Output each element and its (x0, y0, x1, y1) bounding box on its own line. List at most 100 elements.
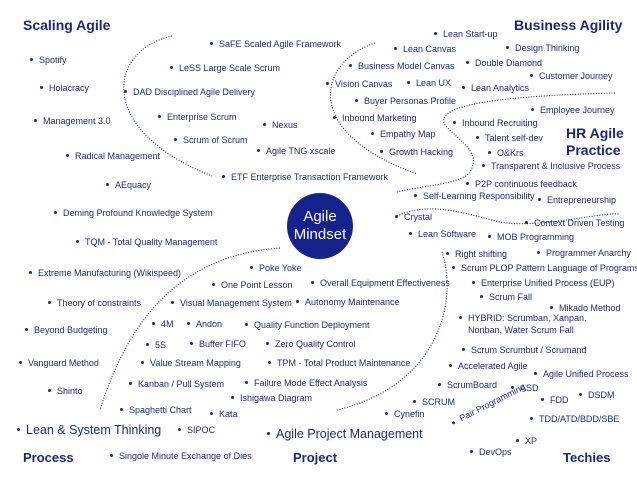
item-crystal: Crystal (395, 211, 432, 223)
bullet-icon (187, 322, 190, 326)
item-aequacy: AEquacy (106, 179, 151, 191)
item-label: Lean Start-up (443, 29, 498, 39)
item-label: ETF Enterprise Transaction Framework (231, 172, 389, 182)
item-theory-of-constraints: Theory of constraints (48, 297, 141, 309)
bullet-icon (380, 150, 383, 154)
bullet-icon (30, 58, 33, 62)
item-transparent-inclusive-process: Transparent & Inclusive Process (482, 160, 620, 172)
item-extreme-manufacturing-wikispeed: Extreme Manufacturing (Wikispeed) (29, 267, 181, 279)
item-beyond-budgeting: Beyond Budgeting (25, 324, 108, 336)
bullet-icon (158, 115, 161, 119)
item-label: Agile Unified Process (543, 369, 629, 379)
bullet-icon (141, 361, 144, 365)
bullet-icon (212, 283, 215, 287)
item-label: Inbound Marketing (342, 113, 417, 123)
bullet-icon (453, 121, 456, 125)
item-label: Visual Management System (180, 298, 292, 308)
item-label: P2P continuous feedback (475, 179, 577, 189)
item-label: Talent self-dev (485, 133, 544, 143)
item-label: Value Stream Mapping (150, 358, 241, 368)
bullet-icon (326, 82, 329, 86)
bullet-icon (120, 408, 123, 412)
bullet-icon (190, 342, 193, 346)
bullet-icon (171, 301, 174, 305)
item-label: DevOps (479, 447, 512, 457)
center-line1: Agile (303, 208, 337, 225)
bullet-icon (29, 271, 32, 275)
item-label: Beyond Budgeting (34, 325, 108, 335)
heading-techies: Techies (563, 450, 611, 465)
item-label: 5S (155, 340, 167, 350)
bullet-icon (54, 211, 57, 215)
bullet-icon (25, 328, 28, 332)
item-label: Lean Software (418, 229, 477, 239)
item-quality-function-deployment: Quality Function Deployment (245, 319, 370, 331)
item-empathy-map: Empathy Map (371, 128, 436, 140)
item-label: Customer Journey (539, 71, 613, 81)
item-label: Shinto (57, 386, 83, 396)
item-label: Programmer Anarchy (546, 248, 632, 258)
item-label: Self-Learning Responsibility (423, 191, 535, 201)
item-shinto: Shinto (48, 385, 83, 397)
item-4m: 4M (152, 318, 174, 330)
bullet-icon (541, 398, 544, 402)
item-fdd: FDD (541, 394, 569, 406)
item-label: Radical Management (75, 151, 161, 161)
item-label: DSDM (588, 390, 615, 400)
item-lean-system-thinking: Lean & System Thinking (17, 423, 161, 438)
bullet-icon (66, 154, 69, 158)
item-label: Employee Journey (540, 105, 615, 115)
item-agile-project-management: Agile Project Management (267, 427, 423, 442)
bullet-icon (385, 412, 388, 416)
item-agile-tng-xscale: Agile TNG xscale (257, 145, 335, 157)
item-label: Scrum of Scrum (183, 135, 248, 145)
item-label: Cynefin (394, 409, 425, 419)
item-label: Spotify (39, 55, 67, 65)
heading-scaling-agile: Scaling Agile (23, 17, 111, 33)
item-label: TPM - Total Product Maintenance (277, 358, 411, 368)
item-label: SIPOC (187, 425, 216, 435)
item-lean-canvas: Lean Canvas (394, 43, 456, 55)
bullet-icon (462, 86, 465, 90)
item-autonomy-maintenance: Autonomy Maintenance (296, 296, 400, 308)
item-sipoc: SIPOC (178, 424, 215, 436)
bullet-icon (231, 396, 234, 400)
item-label: Andon (196, 319, 223, 329)
bullet-icon (333, 116, 336, 120)
bullet-icon (534, 372, 537, 376)
item-lean-start-up: Lean Start-up (434, 28, 498, 40)
item-label: O&Krs (497, 148, 524, 158)
item-scrum: SCRUM (413, 396, 455, 408)
bullet-icon (257, 149, 260, 153)
item-label: Entrepreneurship (547, 195, 617, 205)
item-employee-journey: Employee Journey (531, 104, 615, 116)
bullet-icon (538, 198, 541, 202)
item-label: Right shifting (455, 249, 508, 259)
item-buyer-personas-profile: Buyer Personas Profile (355, 95, 456, 107)
item-label: Lean & System Thinking (26, 423, 162, 437)
bullet-icon (550, 306, 553, 310)
item-label: Agile TNG xscale (266, 146, 336, 156)
item-cynefin: Cynefin (385, 408, 425, 420)
item-o-krs: O&Krs (488, 147, 524, 159)
item-label: Extreme Manufacturing (Wikispeed) (38, 268, 182, 278)
item-label: Singole Minute Exchange of Dies (119, 451, 252, 461)
bullet-icon (210, 412, 213, 416)
item-mikado-method: Mikado Method (550, 302, 621, 314)
item-deming-profound-knowledge-system: Deming Profound Knowledge System (54, 207, 213, 219)
item-vision-canvas: Vision Canvas (326, 78, 392, 90)
bullet-icon (266, 342, 269, 346)
item-label: Lean Canvas (403, 44, 457, 54)
bullet-icon (516, 439, 519, 443)
item-label: SaFE Scaled Agile Framework (219, 39, 342, 49)
bullet-icon (579, 393, 582, 397)
item-label: MOB Programming (497, 232, 575, 242)
item-label: FDD (550, 395, 569, 405)
item-poke-yoke: Poke Yoke (250, 262, 302, 274)
bullet-icon (311, 281, 314, 285)
heading-process: Process (23, 450, 74, 465)
item-entrepreneurship: Entrepreneurship (538, 194, 616, 206)
center-line2: Mindset (293, 226, 347, 243)
